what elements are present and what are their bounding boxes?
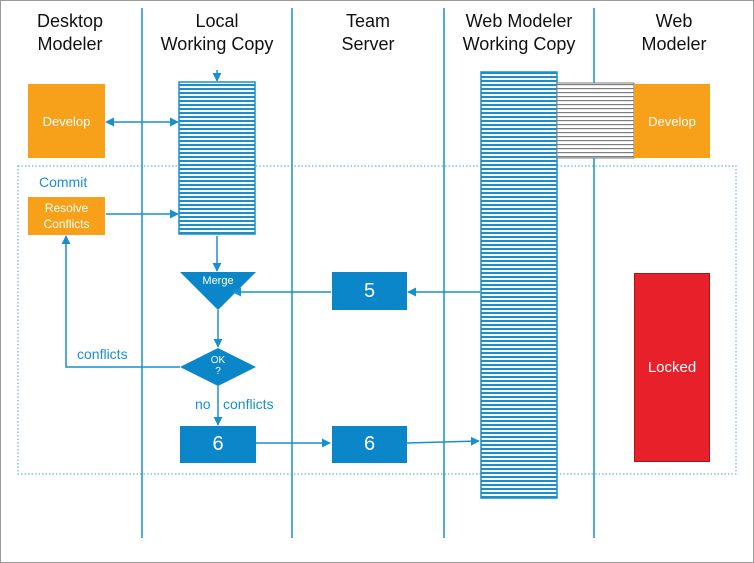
ok-diamond <box>180 348 256 386</box>
column-header-desktop-modeler: Desktop Modeler <box>36 11 104 54</box>
develop-desktop-box: Develop <box>28 84 105 158</box>
column-header-web-working-copy: Web Modeler Working Copy <box>462 11 576 54</box>
no-conflicts-edge-label: conflicts <box>223 396 274 412</box>
commit-label: Commit <box>39 174 88 190</box>
ok-label: OK ? <box>210 355 226 377</box>
web-sync-link <box>556 82 635 159</box>
column-header-team-server: Team Server <box>341 11 395 54</box>
local-version-6-box: 6 <box>180 426 256 463</box>
arrow-server6-web <box>406 436 480 446</box>
column-header-web-modeler: Web Modeler <box>641 11 707 54</box>
arrow-conflicts-loop <box>61 235 180 368</box>
resolve-conflicts-box: Resolve Conflicts <box>28 197 105 235</box>
column-header-local-working-copy: Local Working Copy <box>160 11 274 54</box>
commit-region-border <box>17 165 737 475</box>
merge-triangle <box>180 272 256 310</box>
server-version-6-box: 6 <box>332 426 407 463</box>
web-working-copy-bar <box>480 71 558 499</box>
locked-box: Locked <box>634 273 710 462</box>
develop-web-box: Develop <box>634 84 710 158</box>
no-edge-label: no <box>195 396 211 412</box>
server-version-5-box: 5 <box>332 272 407 310</box>
conflicts-edge-label: conflicts <box>77 346 128 362</box>
merge-label: Merge <box>202 275 234 287</box>
local-working-copy-bar <box>178 81 256 235</box>
